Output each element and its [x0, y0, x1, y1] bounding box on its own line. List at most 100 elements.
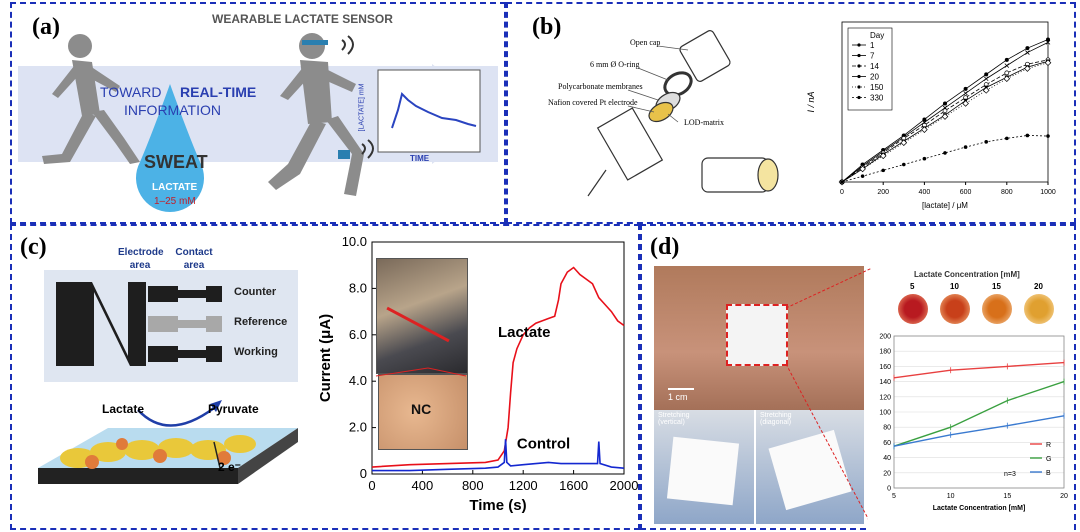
- chart-b-series-14: [841, 59, 1049, 183]
- chart-b-point-7: [963, 90, 968, 96]
- counter-label: Counter: [234, 286, 277, 298]
- sweat-label: SWEAT: [144, 152, 208, 172]
- chart-d-frame: [893, 335, 1065, 489]
- chart-b-point-1: [943, 101, 947, 106]
- chart-d-xtick-label: 15: [1003, 493, 1011, 500]
- well-label-5: 5: [910, 282, 915, 291]
- chart-c-control-label: Control: [517, 435, 570, 452]
- working-label: Working: [234, 346, 278, 358]
- chart-c-xtick-label: 2000: [610, 478, 638, 493]
- chart-d-ytick-label: 0: [887, 486, 891, 493]
- chart-b-point-1: [1046, 37, 1050, 42]
- panel-b: (b) Open cap 6 mm Ø O-ring Polycarbonate…: [506, 2, 1076, 224]
- reference-label: Reference: [234, 316, 288, 328]
- chart-b-xtick-label: 0: [840, 189, 844, 196]
- photo-skin-patch: 1 cm: [654, 266, 864, 410]
- chart-d-bg: [868, 330, 1074, 530]
- chart-b-point-7: [1004, 63, 1010, 68]
- chart-b-point-330: [1025, 133, 1030, 138]
- drop-lactate-label: LACTATE: [152, 182, 198, 193]
- panel-a: (a) WEARABLE LACTATE SENSOR: [10, 2, 506, 224]
- chart-c-xtick-label: 0: [368, 478, 375, 493]
- photo-stretch-diagonal: Stretching (diagonal): [756, 410, 864, 524]
- electrons-label: 2 e⁻: [218, 460, 242, 474]
- pyruvate-label: Pyruvate: [208, 402, 259, 416]
- chart-b-point-150: [1003, 75, 1011, 83]
- chart-b-point-330: [840, 180, 844, 184]
- chart-d-n-label: n=3: [1004, 471, 1016, 478]
- chart-b-xtick-label: 800: [1001, 189, 1013, 196]
- sweat-drop: [136, 84, 204, 212]
- chart-d-ytick-label: 60: [883, 440, 891, 447]
- panel-a-illustration: [18, 33, 498, 212]
- photo-stretch-vertical: Stretching (vertical): [654, 410, 754, 524]
- well-20: [1024, 294, 1054, 324]
- scale-bar: [668, 388, 694, 390]
- chart-d-series-B: [893, 415, 1065, 447]
- chart-d-xtick-label: 5: [892, 493, 896, 500]
- lactate-reactant-label: Lactate: [102, 402, 145, 416]
- chart-b-legend-label: 1: [870, 41, 875, 50]
- chart-d-ytick-label: 180: [879, 349, 891, 356]
- chart-b-legend-label: 20: [870, 73, 879, 82]
- chart-b-frame: [841, 21, 1049, 183]
- chart-b-point-150: [921, 126, 928, 133]
- chart-d-ytick-label: 140: [879, 379, 891, 386]
- part-membranes: Polycarbonate membranes: [558, 82, 643, 91]
- chart-c-series-lactate: [371, 266, 625, 468]
- panel-a-title: WEARABLE LACTATE SENSOR: [212, 12, 393, 26]
- chart-b-legend-marker: [857, 74, 861, 79]
- wells-title: Lactate Concentration [mM]: [914, 270, 1020, 279]
- well-10: [940, 294, 970, 324]
- well-5: [898, 294, 928, 324]
- well-label-15: 15: [992, 282, 1001, 291]
- chart-b-point-330: [922, 156, 927, 161]
- chart-d-xtick-label: 20: [1060, 493, 1068, 500]
- runner-right-figure: [268, 33, 364, 196]
- chart-d-ytick-label: 120: [879, 394, 891, 401]
- chart-b-xtick-label: 600: [960, 189, 972, 196]
- chart-c-xtick-label: 1600: [559, 478, 588, 493]
- scale-bar-label: 1 cm: [668, 392, 688, 402]
- part-open-cap: Open cap: [630, 38, 661, 47]
- panel-c-label: (c): [20, 234, 47, 260]
- biosensor-schematic: [587, 30, 779, 197]
- chart-b-point-330: [881, 168, 885, 173]
- chart-c-ylabel: Current (μA): [317, 314, 334, 402]
- chart-c-ytick-label: 8.0: [349, 280, 367, 295]
- chart-d-ytick-label: 100: [879, 410, 891, 417]
- arrow-text-realtime: REAL-TIME: [180, 84, 257, 100]
- chart-b-point-150: [900, 139, 908, 147]
- chart-b-legend-marker: [857, 64, 861, 68]
- chart-c-ytick-label: 2.0: [349, 420, 367, 435]
- chart-b-legend-label: 150: [870, 83, 884, 92]
- electrode-area-label: Electrode area: [118, 247, 164, 271]
- chart-b-legend: [847, 27, 893, 111]
- chart-c-series-control: [372, 439, 625, 472]
- inset-xlabel: TIME: [410, 154, 430, 163]
- chart-b-point-7: [1045, 40, 1051, 45]
- tattoo-text: NC: [411, 401, 432, 417]
- chart-b-point-150: [982, 87, 990, 94]
- chart-c-ytick-label: 10.0: [342, 234, 367, 249]
- chart-b-legend-marker: [857, 95, 861, 100]
- chart-b-point-1: [1025, 46, 1030, 51]
- chart-b-legend-label: 14: [870, 62, 879, 71]
- chart-c-xlabel: Time (s): [469, 497, 526, 514]
- chart-b-xtick-label: 200: [877, 189, 889, 196]
- chart-c-xtick-label: 400: [412, 478, 434, 493]
- chart-d-legend-label-G: G: [1046, 456, 1051, 463]
- chart-b-legend-title: Day: [870, 31, 884, 40]
- arrow-text-line2: INFORMATION: [124, 102, 221, 118]
- panel-d: (d) 1 cm Stretching (vertical) Stretchin…: [640, 224, 1076, 530]
- chart-b-point-150: [962, 100, 969, 107]
- chart-b-xtick-label: 1000: [1040, 189, 1056, 196]
- lactate-inset-chart: [377, 69, 481, 153]
- chart-d-series-R: [893, 361, 1065, 379]
- chart-d-ytick-label: 20: [883, 470, 891, 477]
- chart-c-xtick-label: 1200: [509, 478, 538, 493]
- arrow-text-line1: TOWARD: [100, 84, 162, 100]
- chart-b-point-14: [942, 108, 948, 114]
- chart-d-series-G: [893, 380, 1065, 447]
